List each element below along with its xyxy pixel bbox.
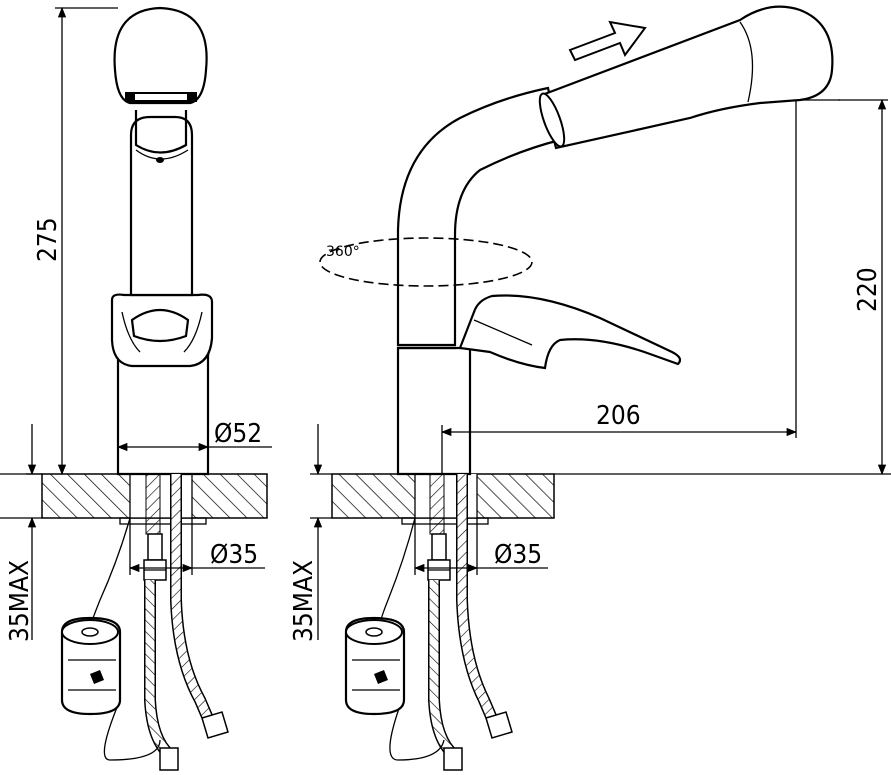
spout-side bbox=[396, 86, 562, 347]
dim-hole-diameter-left: Ø35 bbox=[210, 540, 258, 570]
dim-max-thickness-right: 35MAX bbox=[289, 560, 319, 642]
dim-height-spout: 220 bbox=[853, 267, 883, 312]
rotation-label: 360° bbox=[326, 244, 360, 260]
dim-height-total: 275 bbox=[33, 217, 63, 262]
dim-hole-diameter-right: Ø35 bbox=[494, 540, 542, 570]
spray-head-front bbox=[113, 6, 208, 105]
spout-front bbox=[129, 115, 194, 297]
faucet-base-side bbox=[396, 346, 472, 476]
dim-max-thickness-left: 35MAX bbox=[5, 560, 35, 642]
dim-base-diameter: Ø52 bbox=[214, 419, 262, 449]
spray-head-side bbox=[540, 5, 834, 150]
dim-reach: 206 bbox=[596, 401, 641, 431]
side-view: 360° 206 220 bbox=[289, 5, 891, 771]
front-view: 275 Ø52 Ø35 35MAX bbox=[0, 6, 272, 771]
handle-side bbox=[458, 294, 682, 370]
pullout-arrow bbox=[568, 20, 647, 62]
rotation-indicator bbox=[319, 237, 533, 287]
